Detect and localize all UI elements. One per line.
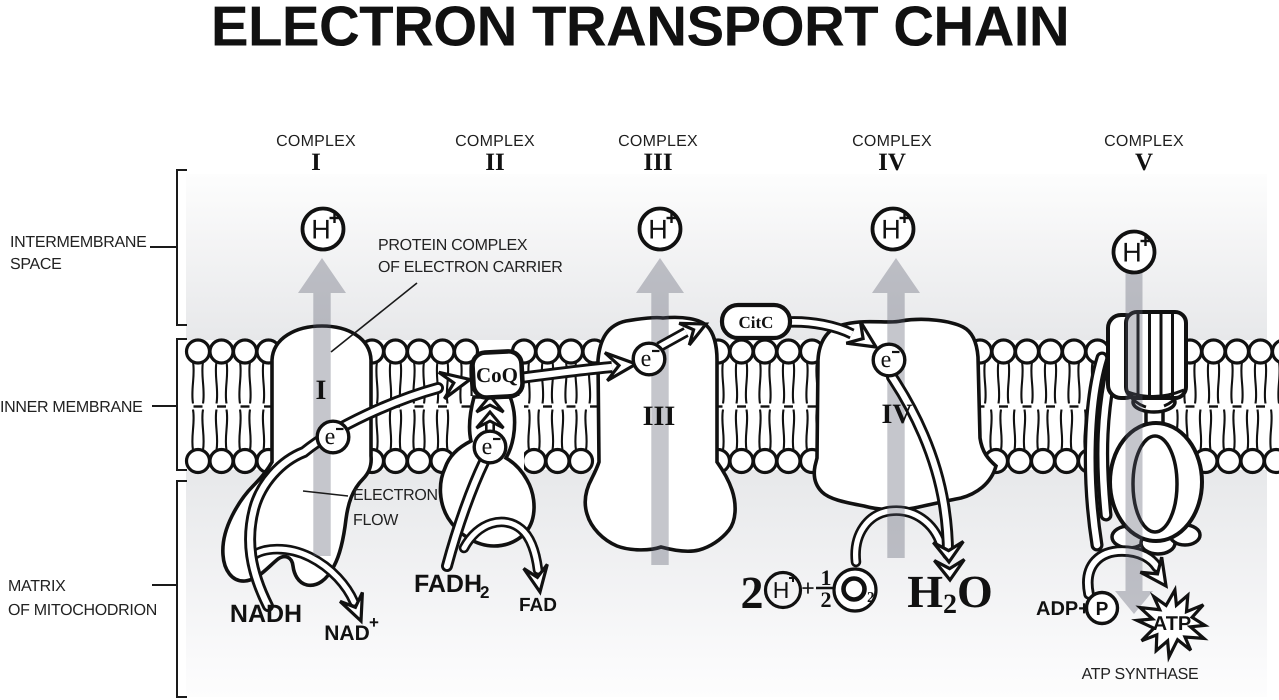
svg-text:P: P [1096, 599, 1109, 620]
svg-text:FAD: FAD [519, 595, 557, 616]
svg-text:NAD: NAD [324, 622, 370, 645]
svg-text:INTERMEMBRANE: INTERMEMBRANE [10, 234, 147, 251]
svg-text:CoQ: CoQ [476, 363, 518, 387]
svg-text:INNER MEMBRANE: INNER MEMBRANE [0, 399, 142, 416]
svg-text:V: V [1135, 149, 1153, 176]
svg-text:2: 2 [480, 583, 489, 602]
svg-text:COMPLEX: COMPLEX [852, 133, 932, 150]
svg-text:COMPLEX: COMPLEX [455, 133, 535, 150]
svg-text:ADP+: ADP+ [1036, 598, 1090, 620]
svg-text:CitC: CitC [739, 313, 774, 332]
svg-text:COMPLEX: COMPLEX [1104, 133, 1184, 150]
svg-text:MATRIX: MATRIX [8, 578, 66, 595]
svg-text:I: I [311, 149, 321, 176]
svg-text:H: H [648, 215, 668, 245]
svg-text:I: I [316, 375, 327, 406]
svg-text:III: III [643, 149, 672, 176]
svg-text:2: 2 [821, 587, 832, 612]
svg-text:PROTEIN COMPLEX: PROTEIN COMPLEX [378, 237, 528, 254]
svg-text:II: II [485, 149, 504, 176]
svg-text:ATP SYNTHASE: ATP SYNTHASE [1082, 666, 1199, 683]
svg-text:IV: IV [878, 149, 906, 176]
svg-text:COMPLEX: COMPLEX [618, 133, 698, 150]
svg-text:OF MITOCHODRION: OF MITOCHODRION [8, 602, 157, 619]
svg-text:2: 2 [741, 567, 764, 618]
svg-text:e: e [641, 346, 652, 372]
svg-text:ELECTRON: ELECTRON [353, 487, 438, 504]
svg-text:2: 2 [867, 590, 875, 606]
svg-text:ATP: ATP [1153, 613, 1192, 635]
svg-text:H: H [881, 215, 901, 245]
svg-text:+: + [369, 613, 379, 632]
svg-text:SPACE: SPACE [10, 256, 62, 273]
svg-text:III: III [643, 401, 676, 432]
svg-text:H: H [1122, 238, 1142, 268]
svg-text:NADH: NADH [230, 600, 302, 628]
svg-text:IV: IV [881, 399, 912, 430]
svg-text:FLOW: FLOW [353, 512, 399, 529]
svg-text:OF ELECTRON CARRIER: OF ELECTRON CARRIER [378, 259, 563, 276]
svg-text:e: e [881, 347, 892, 373]
svg-text:ELECTRON TRANSPORT CHAIN: ELECTRON TRANSPORT CHAIN [211, 0, 1069, 58]
svg-text:FADH: FADH [414, 570, 482, 598]
svg-text:H: H [773, 577, 790, 603]
svg-text:1: 1 [821, 565, 832, 590]
svg-text:e: e [482, 434, 493, 460]
svg-text:H: H [311, 215, 331, 245]
svg-text:COMPLEX: COMPLEX [276, 133, 356, 150]
svg-text:e: e [325, 424, 336, 450]
svg-text:+: + [801, 576, 815, 602]
